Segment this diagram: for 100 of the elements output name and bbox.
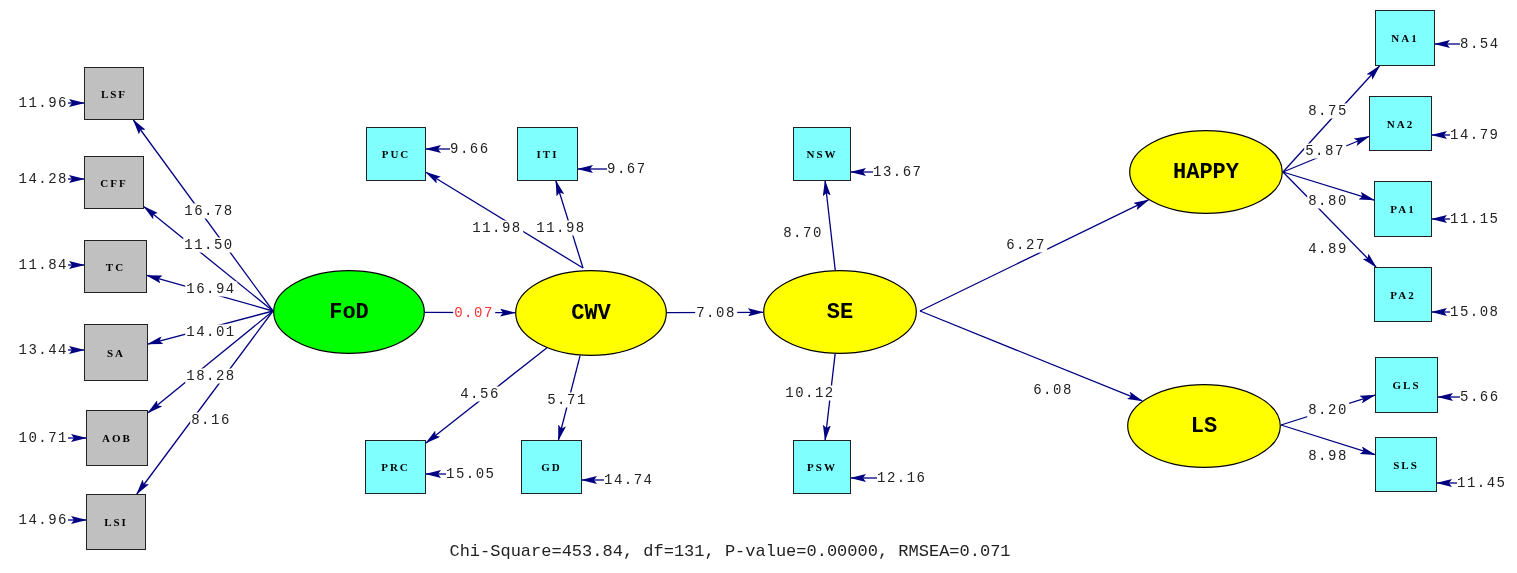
edge-label: 5.71 [546,392,588,408]
arrow [1280,424,1376,456]
edge-label: 14.01 [185,324,237,340]
arrow [1282,171,1377,268]
arrow [425,171,584,269]
error-variance: 10.71 [18,430,68,446]
indicator-label: NSW [806,148,838,160]
edge-label: 8.75 [1307,103,1349,119]
arrow [919,310,1144,402]
arrow [850,474,878,482]
error-variance: 14.28 [18,171,68,187]
error-variance: 11.96 [18,95,68,111]
arrow [577,165,608,173]
indicator-label: PRC [381,461,410,473]
arrow [919,199,1150,312]
latent-label: HAPPY [1173,159,1239,185]
edge-label: 6.27 [1005,237,1047,253]
indicator-box [1369,96,1432,151]
arrow [1282,171,1375,201]
indicator-label: PA2 [1390,288,1416,301]
indicator-box [517,127,578,181]
error-variance: 11.84 [18,257,68,273]
arrow [1431,131,1451,139]
arrow [67,346,85,354]
indicator-box [1374,267,1432,322]
edge-label: 16.78 [183,203,235,219]
error-variance: 15.08 [1450,304,1500,320]
arrow [822,180,836,271]
indicator-box [365,440,426,494]
edge-label: 11.98 [471,220,523,236]
edge-label: 16.94 [185,281,237,297]
arrow [136,310,274,495]
indicator-label: CFF [100,176,128,189]
error-variance: 8.54 [1460,36,1500,52]
arrow [67,99,85,107]
error-variance: 14.74 [604,472,654,488]
indicator-label: AOB [102,432,132,444]
arrow [67,175,85,183]
indicator-label: SLS [1393,458,1419,471]
indicator-box [1375,10,1435,66]
indicator-label: GLS [1392,379,1421,391]
error-variance: 15.05 [446,466,496,482]
arrow [1436,479,1458,487]
error-variance: 13.67 [873,164,923,180]
edge-label: 5.87 [1304,143,1346,159]
latent-label: SE [826,299,854,325]
error-variance: 5.66 [1460,389,1500,405]
indicator-box [84,67,144,120]
indicator-label: PSW [807,461,837,473]
arrow [425,145,451,153]
error-variance: 9.67 [607,161,647,177]
arrow [67,516,87,524]
indicator-label: SA [106,346,126,359]
arrow [425,470,447,478]
indicator-box [1374,181,1432,237]
arrow [67,261,85,269]
edge-label: 11.50 [183,237,235,253]
arrow [1434,40,1461,48]
edge-label: 8.20 [1307,402,1349,418]
indicator-box [793,127,851,181]
indicator-label: LSF [100,87,128,100]
edge-label: 8.80 [1307,193,1349,209]
fit-statistics: Chi-Square=453.84, df=131, P-value=0.00000, RMSEA=0.071 [448,542,1012,561]
error-variance: 13.44 [18,342,68,358]
indicator-box [86,410,148,466]
edge-label: 18.28 [185,368,237,384]
indicator-box [366,127,426,181]
latent-label: CWV [571,300,611,326]
indicator-box [84,156,144,209]
indicator-label: ITI [536,148,559,160]
indicator-box [84,240,147,293]
indicator-box [84,324,148,381]
indicator-label: NA2 [1386,117,1415,130]
indicator-box [1375,437,1437,492]
indicator-box [1375,357,1438,413]
arrow [1431,215,1451,223]
error-variance: 12.16 [877,470,927,486]
indicator-label: NA1 [1391,32,1419,44]
error-variance: 11.15 [1450,211,1500,227]
arrow [1431,308,1451,316]
indicator-label: TC [105,260,126,273]
arrow [67,434,87,442]
latent-label: FoD [329,299,369,325]
arrow [1437,393,1461,401]
indicator-box [521,440,582,494]
edge-label: 10.12 [784,385,836,401]
edge-label: 11.98 [535,220,587,236]
indicator-box [793,440,851,494]
error-variance: 9.66 [450,141,490,157]
indicator-box [86,494,146,550]
arrow [850,168,874,176]
edge-label: 4.56 [459,386,501,402]
indicator-label: PUC [381,148,411,160]
indicator-label: GD [541,461,562,473]
arrow [581,476,605,484]
latent-label: LS [1190,413,1218,439]
indicator-label: PA1 [1390,203,1416,215]
error-variance: 11.45 [1457,475,1507,491]
indicator-label: LSI [104,516,128,528]
error-variance: 14.79 [1450,127,1500,143]
